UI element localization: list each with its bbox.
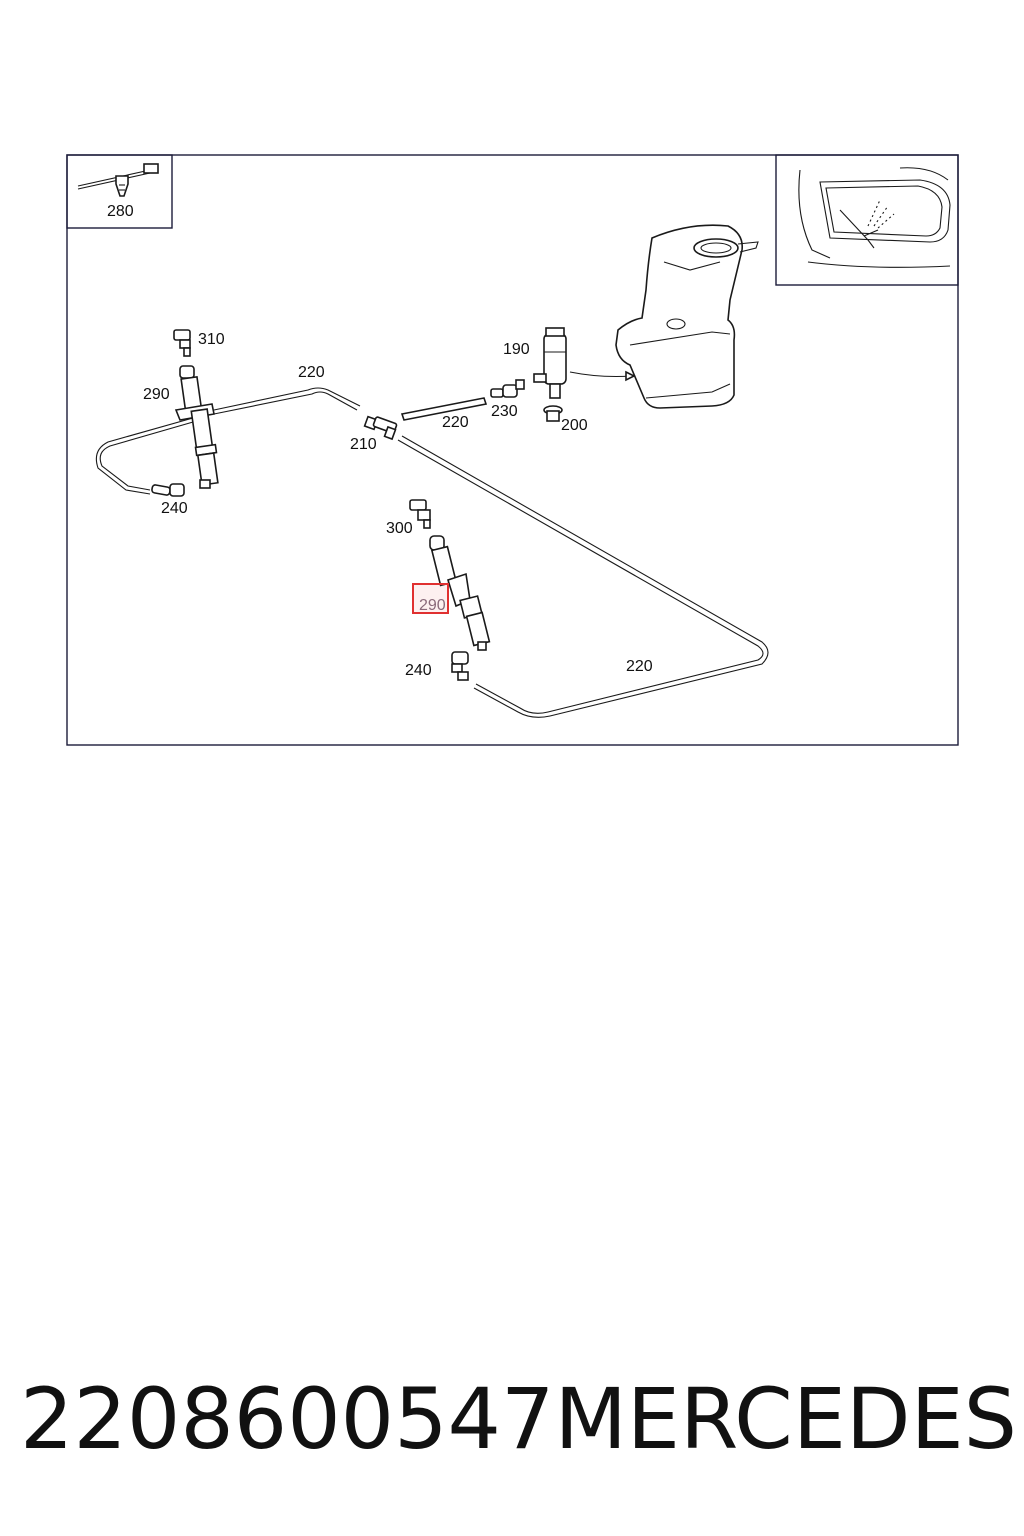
grommet-200 [543, 405, 563, 422]
callout-240-bottom: 240 [405, 662, 432, 679]
diagram-frame [66, 154, 959, 746]
inset-clip-280 [66, 154, 173, 229]
connector-230 [490, 379, 525, 398]
t-piece-210 [363, 415, 398, 441]
callout-190: 190 [503, 341, 530, 358]
hose-220-bottom [397, 435, 769, 718]
washer-reservoir [615, 224, 759, 409]
part-number: 2208600547 [20, 1370, 555, 1468]
nozzle-jet-310 [173, 329, 191, 357]
brand-name: MERCEDES [554, 1370, 1017, 1468]
callout-220-mid: 220 [442, 414, 469, 431]
hose-220-mid [400, 397, 488, 421]
washer-pump-190 [533, 327, 636, 399]
callout-240-left: 240 [161, 500, 188, 517]
callout-220-bottom: 220 [626, 658, 653, 675]
connector-240-bottom [451, 641, 487, 681]
callout-230: 230 [491, 403, 518, 420]
nozzle-jet-300 [409, 499, 431, 529]
hose-220-left [95, 387, 361, 495]
callout-210: 210 [350, 436, 377, 453]
callout-280: 280 [107, 203, 134, 220]
caption: 2208600547 MERCEDES [20, 1370, 1017, 1468]
callout-290-left: 290 [143, 386, 170, 403]
parts-diagram: 280 310 290 220 190 230 200 220 210 240 … [66, 154, 959, 746]
callout-300: 300 [386, 520, 413, 537]
connector-240-left [151, 479, 211, 497]
callout-200: 200 [561, 417, 588, 434]
callout-310: 310 [198, 331, 225, 348]
callout-290-highlight: 290 [419, 597, 446, 614]
highlight-box [412, 583, 449, 614]
callout-220-top: 220 [298, 364, 325, 381]
inset-vehicle-view [775, 154, 959, 286]
nozzle-290-left [174, 365, 219, 486]
